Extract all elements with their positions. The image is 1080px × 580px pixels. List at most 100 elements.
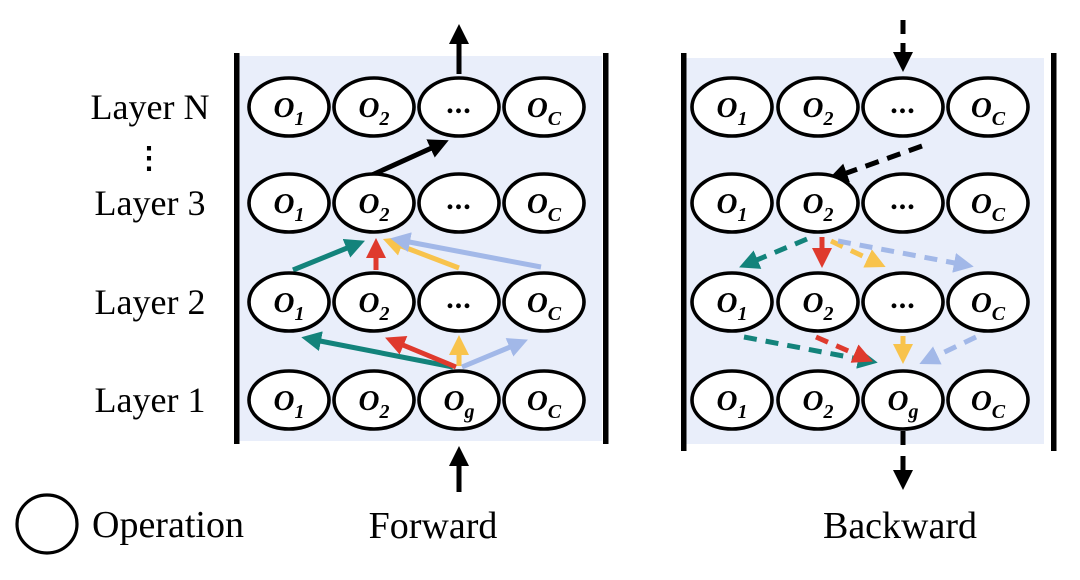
legend: Operation	[15, 493, 244, 555]
node-backward-l2-o1	[690, 271, 774, 333]
forward-layer-2-row: O1 O2 ... OC	[247, 271, 586, 333]
node-backward-ln-o2	[776, 76, 860, 138]
node-forward-l2-o2	[332, 271, 416, 333]
node-forward-l2-oc	[502, 271, 586, 333]
layer-label-2: Layer 2	[95, 282, 206, 322]
backward-layer-n-row: O1 O2 ... OC	[690, 76, 1030, 138]
node-forward-l3-oc	[502, 172, 586, 234]
backward-l2oc-to-og-arrow	[919, 334, 978, 365]
node-backward-l1-o1-label: O1	[717, 385, 748, 423]
node-forward-ln-o2-label: O2	[359, 92, 390, 130]
legend-operation-circle	[15, 493, 79, 555]
node-backward-l3-o1	[690, 172, 774, 234]
node-backward-l1-og-label: Og	[888, 385, 919, 423]
node-forward-ln-dots-label: ...	[446, 87, 472, 120]
node-forward-ln-dots	[417, 76, 501, 138]
forward-l2oc-to-l3o2-arrow	[390, 232, 542, 270]
forward-caption: Forward	[369, 505, 498, 547]
node-backward-l2-oc	[946, 271, 1030, 333]
node-backward-ln-oc-label: OC	[971, 92, 1006, 130]
node-forward-ln-o2	[332, 76, 416, 138]
node-forward-l1-o2	[332, 369, 416, 431]
layer-label-1: Layer 1	[95, 380, 206, 420]
node-backward-l1-o2-label: O2	[803, 385, 834, 423]
node-forward-l1-og-label: Og	[444, 385, 475, 423]
node-backward-l3-dots	[861, 172, 945, 234]
node-forward-ln-o1	[247, 76, 331, 138]
node-forward-ln-o1-label: O1	[274, 92, 305, 130]
node-forward-l2-dots	[417, 271, 501, 333]
backward-l3o2-to-l2dots-arrow	[829, 238, 886, 268]
node-backward-ln-o1-label: O1	[717, 92, 748, 130]
node-forward-l3-o1	[247, 172, 331, 234]
node-backward-l2-o2-label: O2	[803, 287, 834, 325]
node-backward-l1-o1	[690, 369, 774, 431]
backward-layer-1-row: O1 O2 Og OC	[690, 369, 1030, 431]
node-backward-l2-o2	[776, 271, 860, 333]
node-forward-l1-o1-label: O1	[274, 385, 305, 423]
layer-labels: Layer N ⋮ Layer 3 Layer 2 Layer 1	[91, 87, 210, 420]
backward-l3o2-to-l2o1-arrow	[739, 236, 808, 269]
legend-operation-label: Operation	[92, 504, 244, 546]
node-forward-l3-o1-label: O1	[274, 188, 305, 226]
node-forward-l2-o2-label: O2	[359, 287, 390, 325]
layer-label-3: Layer 3	[95, 183, 206, 223]
node-backward-l3-oc	[946, 172, 1030, 234]
backward-panel-left-bar	[681, 53, 687, 451]
layer-vertical-ellipsis: ⋮	[134, 142, 164, 175]
forward-l2o1-to-l3o2-arrow	[292, 238, 365, 273]
forward-panel: O1 O2 ... OC O1 O2 ... OC O1 O2 ...	[234, 24, 609, 492]
node-backward-l1-oc-label: OC	[971, 385, 1006, 423]
node-backward-l2-dots-label: ...	[890, 282, 916, 315]
backward-panel: O1 O2 ... OC O1 O2 ... OC O1 O2 ...	[681, 20, 1057, 490]
node-forward-l2-o1	[247, 271, 331, 333]
forward-og-to-l2o2-arrow	[385, 336, 457, 370]
backward-l2o2-to-og-arrow	[815, 334, 873, 363]
forward-layer-1-row: O1 O2 Og OC	[247, 369, 586, 431]
node-forward-l3-oc-label: OC	[527, 188, 562, 226]
node-backward-l3-dots-label: ...	[890, 183, 916, 216]
node-backward-l2-oc-label: OC	[971, 287, 1006, 325]
backward-panel-right-bar	[1051, 53, 1057, 451]
node-forward-l2-o1-label: O1	[274, 287, 305, 325]
node-forward-l1-og	[417, 369, 501, 431]
backward-caption: Backward	[823, 505, 977, 547]
node-forward-l2-oc-label: OC	[527, 287, 562, 325]
node-backward-l2-o1-label: O1	[717, 287, 748, 325]
node-backward-l2-dots	[861, 271, 945, 333]
forward-layer-n-row: O1 O2 ... OC	[247, 76, 586, 138]
node-backward-l3-oc-label: OC	[971, 188, 1006, 226]
node-forward-l3-o2-label: O2	[359, 188, 390, 226]
node-forward-l1-oc-label: OC	[527, 385, 562, 423]
forward-panel-right-bar	[603, 53, 609, 444]
node-forward-l1-o1	[247, 369, 331, 431]
node-backward-l1-oc	[946, 369, 1030, 431]
forward-og-to-l2oc-arrow	[461, 338, 528, 370]
backward-layer-2-row: O1 O2 ... OC	[690, 271, 1030, 333]
node-forward-l3-dots-label: ...	[446, 183, 472, 216]
node-backward-l3-o2-label: O2	[803, 188, 834, 226]
node-forward-ln-oc-label: OC	[527, 92, 562, 130]
node-backward-ln-dots-label: ...	[890, 87, 916, 120]
node-forward-l2-dots-label: ...	[446, 282, 472, 315]
forward-skip-arrow	[370, 139, 449, 178]
forward-og-to-l2o1-arrow	[301, 331, 454, 370]
node-backward-l1-og	[861, 369, 945, 431]
node-forward-l1-o2-label: O2	[359, 385, 390, 423]
node-forward-l1-oc	[502, 369, 586, 431]
forward-panel-left-bar	[234, 53, 240, 444]
node-backward-l3-o1-label: O1	[717, 188, 748, 226]
node-backward-l3-o2	[776, 172, 860, 234]
forward-layer-3-row: O1 O2 ... OC	[247, 172, 586, 234]
node-backward-l1-o2	[776, 369, 860, 431]
node-backward-ln-o2-label: O2	[803, 92, 834, 130]
node-forward-ln-oc	[502, 76, 586, 138]
node-forward-l3-o2	[332, 172, 416, 234]
layer-label-n: Layer N	[91, 87, 210, 127]
backward-layer-3-row: O1 O2 ... OC	[690, 172, 1030, 234]
node-backward-ln-oc	[946, 76, 1030, 138]
node-forward-l3-dots	[417, 172, 501, 234]
node-backward-ln-o1	[690, 76, 774, 138]
